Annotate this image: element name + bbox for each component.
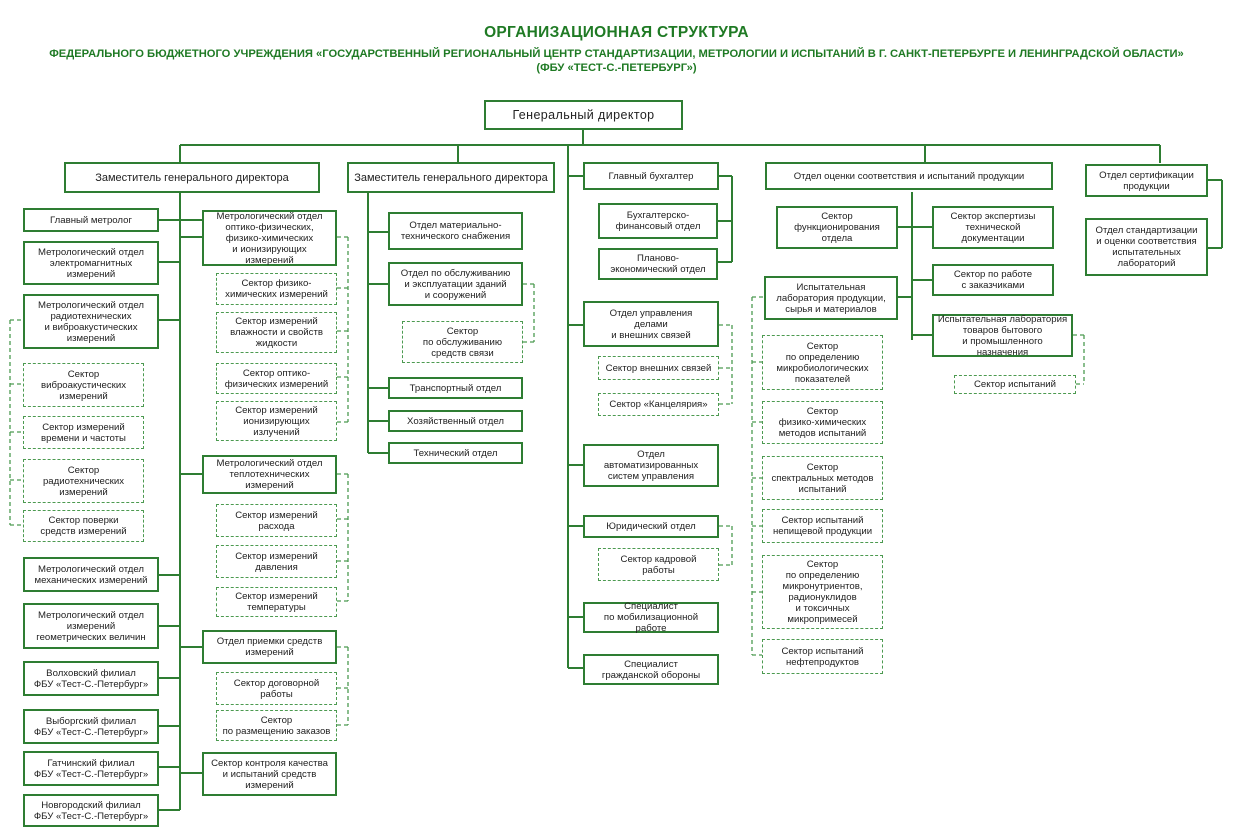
general-director-box: Генеральный директор (484, 100, 683, 130)
asu-dept-box: Отдел автоматизированных систем управлен… (583, 444, 719, 487)
expertise-sector-box: Сектор экспертизы технической документац… (932, 206, 1054, 249)
customers-sector-box: Сектор по работе с заказчиками (932, 264, 1054, 296)
vibroacoustic-sector-box: Сектор виброакустических измерений (23, 363, 144, 407)
planning-dept-box: Планово- экономический отдел (598, 248, 718, 280)
novgorod-branch-box: Новгородский филиал ФБУ «Тест-С.-Петербу… (23, 794, 159, 827)
tests-sector-box: Сектор испытаний (954, 375, 1076, 394)
affairs-dept-box: Отдел управления делами и внешних связей (583, 301, 719, 347)
external-relations-sector-box: Сектор внешних связей (598, 356, 719, 380)
thermo-dept-box: Метрологический отдел теплотехнических и… (202, 455, 337, 494)
electromagnetic-dept-box: Метрологический отдел электромагнитных и… (23, 241, 159, 285)
spectral-sector-box: Сектор спектральных методов испытаний (762, 456, 883, 500)
accounting-dept-box: Бухгалтерско- финансовый отдел (598, 203, 718, 239)
transport-dept-box: Транспортный отдел (388, 377, 523, 399)
legal-dept-box: Юридический отдел (583, 515, 719, 538)
goods-lab-box: Испытательная лаборатория товаров бытово… (932, 314, 1073, 358)
oil-products-sector-box: Сектор испытаний нефтепродуктов (762, 639, 883, 674)
chart-title: ОРГАНИЗАЦИОННАЯ СТРУКТУРА (484, 24, 749, 41)
microbio-sector-box: Сектор по определению микробиологических… (762, 335, 883, 390)
orders-sector-box: Сектор по размещению заказов (216, 710, 337, 741)
technical-dept-box: Технический отдел (388, 442, 523, 464)
volkhov-branch-box: Волховский филиал ФБУ «Тест-С.-Петербург… (23, 661, 159, 696)
ionizing-sector-box: Сектор измерений ионизирующих излучений (216, 401, 337, 441)
deputy-director-2-box: Заместитель генерального директора (347, 162, 555, 193)
micronutrients-sector-box: Сектор по определению микронутриентов, р… (762, 555, 883, 629)
mechanical-dept-box: Метрологический отдел механических измер… (23, 557, 159, 592)
office-sector-box: Сектор «Канцелярия» (598, 393, 719, 416)
products-lab-box: Испытательная лаборатория продукции, сыр… (764, 276, 898, 320)
certification-dept-box: Отдел сертификации продукции (1085, 164, 1208, 197)
household-dept-box: Хозяйственный отдел (388, 410, 523, 432)
temperature-sector-box: Сектор измерений температуры (216, 587, 337, 617)
optphys-sector-box: Сектор оптико- физических измерений (216, 363, 337, 394)
chief-metrologist-box: Главный метролог (23, 208, 159, 232)
functioning-sector-box: Сектор функционирования отдела (776, 206, 898, 249)
time-frequency-sector-box: Сектор измерений времени и частоты (23, 416, 144, 449)
chart-subtitle: ФЕДЕРАЛЬНОГО БЮДЖЕТНОГО УЧРЕЖДЕНИЯ «ГОСУ… (49, 48, 1184, 60)
hr-sector-box: Сектор кадровой работы (598, 548, 719, 581)
contract-sector-box: Сектор договорной работы (216, 672, 337, 705)
gatchina-branch-box: Гатчинский филиал ФБУ «Тест-С.-Петербург… (23, 751, 159, 786)
geometric-dept-box: Метрологический отдел измерений геометри… (23, 603, 159, 649)
acceptance-dept-box: Отдел приемки средств измерений (202, 630, 337, 664)
standardization-dept-box: Отдел стандартизации и оценки соответств… (1085, 218, 1208, 276)
pressure-sector-box: Сектор измерений давления (216, 545, 337, 578)
physchem-sector-box: Сектор физико- химических измерений (216, 273, 337, 305)
quality-control-sector-box: Сектор контроля качества и испытаний сре… (202, 752, 337, 796)
civil-defense-specialist-box: Специалист гражданской обороны (583, 654, 719, 685)
verification-sector-box: Сектор поверки средств измерений (23, 510, 144, 542)
humidity-sector-box: Сектор измерений влажности и свойств жид… (216, 312, 337, 353)
physchem-methods-sector-box: Сектор физико-химических методов испытан… (762, 401, 883, 444)
buildings-dept-box: Отдел по обслуживанию и эксплуатации зда… (388, 262, 523, 306)
conformity-dept-box: Отдел оценки соответствия и испытаний пр… (765, 162, 1053, 190)
deputy-director-1-box: Заместитель генерального директора (64, 162, 320, 193)
chief-accountant-box: Главный бухгалтер (583, 162, 719, 190)
comm-service-sector-box: Сектор по обслуживанию средств связи (402, 321, 523, 363)
radio-vibro-dept-box: Метрологический отдел радиотехнических и… (23, 294, 159, 349)
flow-sector-box: Сектор измерений расхода (216, 504, 337, 537)
optic-dept-box: Метрологический отдел оптико-физических,… (202, 210, 337, 266)
supply-dept-box: Отдел материально- технического снабжени… (388, 212, 523, 250)
nonfood-sector-box: Сектор испытаний непищевой продукции (762, 509, 883, 543)
vyborg-branch-box: Выборгский филиал ФБУ «Тест-С.-Петербург… (23, 709, 159, 744)
radio-sector-box: Сектор радиотехнических измерений (23, 459, 144, 503)
mobilization-specialist-box: Специалист по мобилизационной работе (583, 601, 719, 634)
chart-subtitle-abbr: (ФБУ «ТЕСТ-С.-ПЕТЕРБУРГ») (536, 62, 697, 74)
